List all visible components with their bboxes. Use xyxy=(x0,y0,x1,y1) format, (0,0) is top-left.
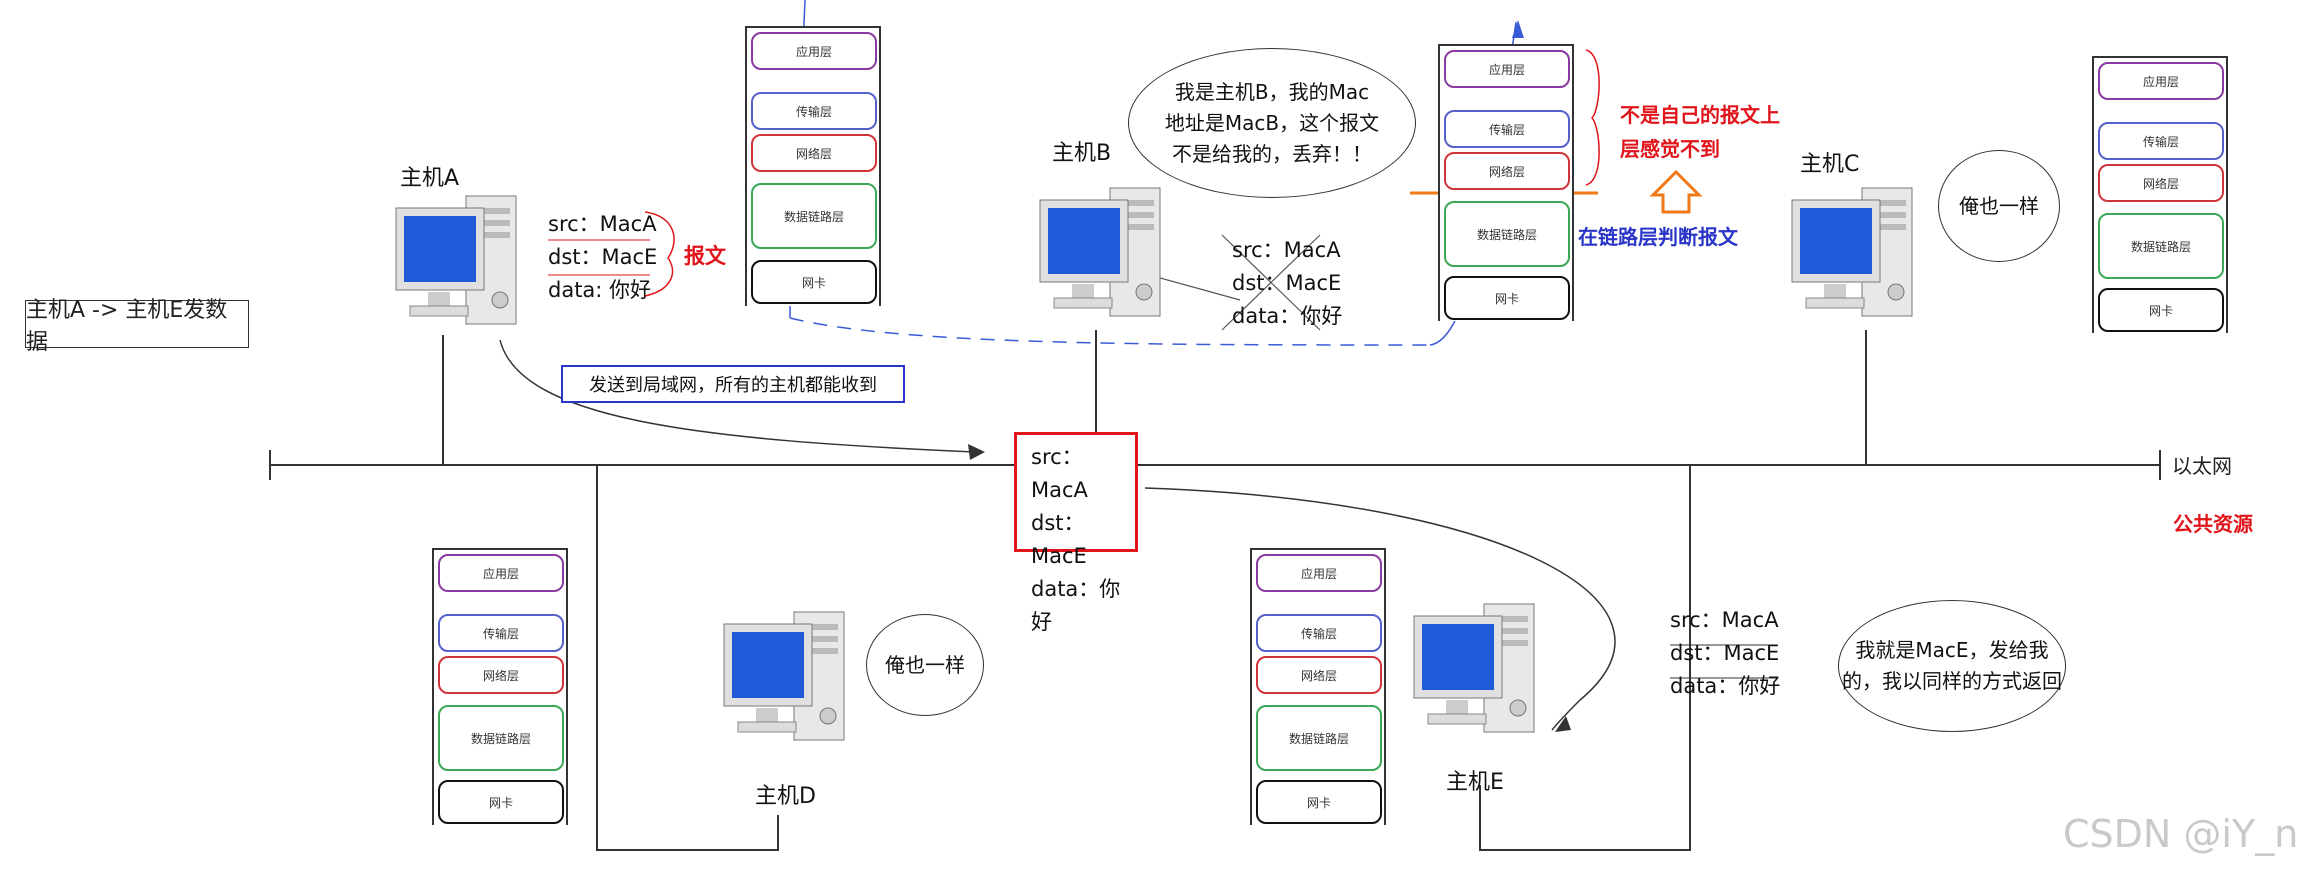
layer-network: 网络层 xyxy=(751,134,877,172)
computer-icon xyxy=(1038,180,1168,328)
frame-b-data: data：你好 xyxy=(1232,304,1343,328)
host-e-label: 主机E xyxy=(1446,770,1504,795)
frame-a-dst: dst：MacE xyxy=(548,245,658,269)
frame-b-strike-2 xyxy=(1221,234,1321,331)
layer-datalink: 数据链路层 xyxy=(2098,213,2224,279)
layer-datalink: 数据链路层 xyxy=(438,705,564,771)
computer-icon xyxy=(394,188,524,336)
speech-bubble-e: 我就是MacE，发给我 的，我以同样的方式返回 xyxy=(1838,600,2066,732)
layer-app: 应用层 xyxy=(438,554,564,592)
layer-nic: 网卡 xyxy=(1256,780,1382,824)
layer-transport: 传输层 xyxy=(751,92,877,130)
layer-network: 网络层 xyxy=(2098,164,2224,202)
computer-icon xyxy=(1790,180,1920,328)
task-label: 主机A -> 主机E发数据 xyxy=(26,298,228,355)
layer-datalink: 数据链路层 xyxy=(751,183,877,249)
watermark: CSDN @iY_n xyxy=(2063,812,2299,856)
layer-datalink: 数据链路层 xyxy=(1444,201,1570,267)
dashed-path-b-head xyxy=(1512,20,1524,38)
frame-a: src：MacA dst：MacE data: 你好 xyxy=(548,208,657,307)
host-d-label: 主机D xyxy=(755,784,816,809)
layer-transport: 传输层 xyxy=(2098,122,2224,160)
frame-a-brace xyxy=(644,211,675,297)
bus-frame-dst: dst：MacE xyxy=(1031,511,1087,568)
protocol-stack-a: 应用层 传输层 网络层 数据链路层 网卡 xyxy=(745,26,881,306)
protocol-stack-d: 应用层 传输层 网络层 数据链路层 网卡 xyxy=(432,548,568,825)
note-upper-line-1: 不是自己的报文上 xyxy=(1620,103,1780,127)
frame-b: src：MacA dst：MacE data：你好 xyxy=(1232,234,1342,333)
frame-e-src: src：MacA xyxy=(1670,608,1779,632)
bubble-b-line-3: 不是给我的，丢弃！！ xyxy=(1171,141,1372,166)
layer-transport: 传输层 xyxy=(1444,110,1570,148)
task-label-box: 主机A -> 主机E发数据 xyxy=(25,298,249,355)
frame-b-src: src：MacA xyxy=(1232,238,1341,262)
protocol-stack-b: 应用层 传输层 网络层 数据链路层 网卡 xyxy=(1438,44,1574,321)
bubble-b-line-1: 我是主机B，我的Mac xyxy=(1174,79,1370,104)
layer-datalink: 数据链路层 xyxy=(1256,705,1382,771)
frame-e: src：MacA dst：MacE data：你好 xyxy=(1670,604,1780,703)
frame-a-src: src：MacA xyxy=(548,212,657,236)
layer-transport: 传输层 xyxy=(1256,614,1382,652)
frame-e-data: data：你好 xyxy=(1670,674,1781,698)
bubble-b-line-2: 地址是MacB，这个报文 xyxy=(1164,110,1380,135)
note-datalink: 在链路层判断报文 xyxy=(1578,225,1738,249)
arrow-e-head xyxy=(1555,716,1571,732)
drop-host-e xyxy=(1479,465,1691,851)
computer-icon xyxy=(722,604,852,752)
frame-a-data: data: 你好 xyxy=(548,278,652,302)
bubble-e-line-1: 我就是MacE，发给我 xyxy=(1855,638,2049,662)
arrow-frame-to-e xyxy=(1144,487,1616,731)
layer-network: 网络层 xyxy=(438,656,564,694)
bubble-d-text: 俺也一样 xyxy=(885,652,965,677)
bus-frame-src: src：MacA xyxy=(1031,445,1088,502)
layer-app: 应用层 xyxy=(1256,554,1382,592)
layer-app: 应用层 xyxy=(2098,62,2224,100)
drop-host-d xyxy=(596,465,779,851)
note-upper-layers: 不是自己的报文上 层感觉不到 xyxy=(1620,98,1780,166)
stack-b-brace xyxy=(1585,49,1600,186)
host-b-label: 主机B xyxy=(1052,141,1112,166)
broadcast-note: 发送到局域网，所有的主机都能收到 xyxy=(589,375,877,396)
layer-nic: 网卡 xyxy=(438,780,564,824)
bus-frame-box: src：MacA dst：MacE data：你好 xyxy=(1014,432,1138,634)
bubble-e-line-2: 的，我以同样的方式返回 xyxy=(1842,669,2062,693)
host-c-label: 主机C xyxy=(1800,152,1860,177)
baowen-label: 报文 xyxy=(684,244,726,268)
arrow-a-head xyxy=(968,444,985,460)
layer-nic: 网卡 xyxy=(2098,288,2224,332)
layer-app: 应用层 xyxy=(751,32,877,70)
frame-e-dst: dst：MacE xyxy=(1670,641,1780,665)
layer-app: 应用层 xyxy=(1444,50,1570,88)
broadcast-note-box: 发送到局域网，所有的主机都能收到 xyxy=(561,365,905,403)
bus-frame-data: data：你好 xyxy=(1031,577,1121,634)
host-a-label: 主机A xyxy=(400,166,460,191)
ethernet-label: 以太网 xyxy=(2172,454,2232,478)
computer-icon xyxy=(1412,596,1542,744)
dashed-path-bottom xyxy=(789,317,1431,346)
protocol-stack-c: 应用层 传输层 网络层 数据链路层 网卡 xyxy=(2092,56,2228,333)
layer-network: 网络层 xyxy=(1444,152,1570,190)
arrow-a-to-frame xyxy=(499,339,976,453)
layer-nic: 网卡 xyxy=(751,260,877,304)
speech-bubble-d: 俺也一样 xyxy=(866,614,984,716)
speech-bubble-c: 俺也一样 xyxy=(1938,150,2060,262)
note-upper-line-2: 层感觉不到 xyxy=(1620,137,1720,161)
frame-b-dst: dst：MacE xyxy=(1232,271,1342,295)
layer-network: 网络层 xyxy=(1256,656,1382,694)
speech-bubble-b: 我是主机B，我的Mac 地址是MacB，这个报文 不是给我的，丢弃！！ xyxy=(1128,48,1416,198)
public-resource-label: 公共资源 xyxy=(2173,512,2253,536)
protocol-stack-e: 应用层 传输层 网络层 数据链路层 网卡 xyxy=(1250,548,1386,825)
layer-nic: 网卡 xyxy=(1444,276,1570,320)
layer-transport: 传输层 xyxy=(438,614,564,652)
bubble-c-text: 俺也一样 xyxy=(1959,193,2039,218)
